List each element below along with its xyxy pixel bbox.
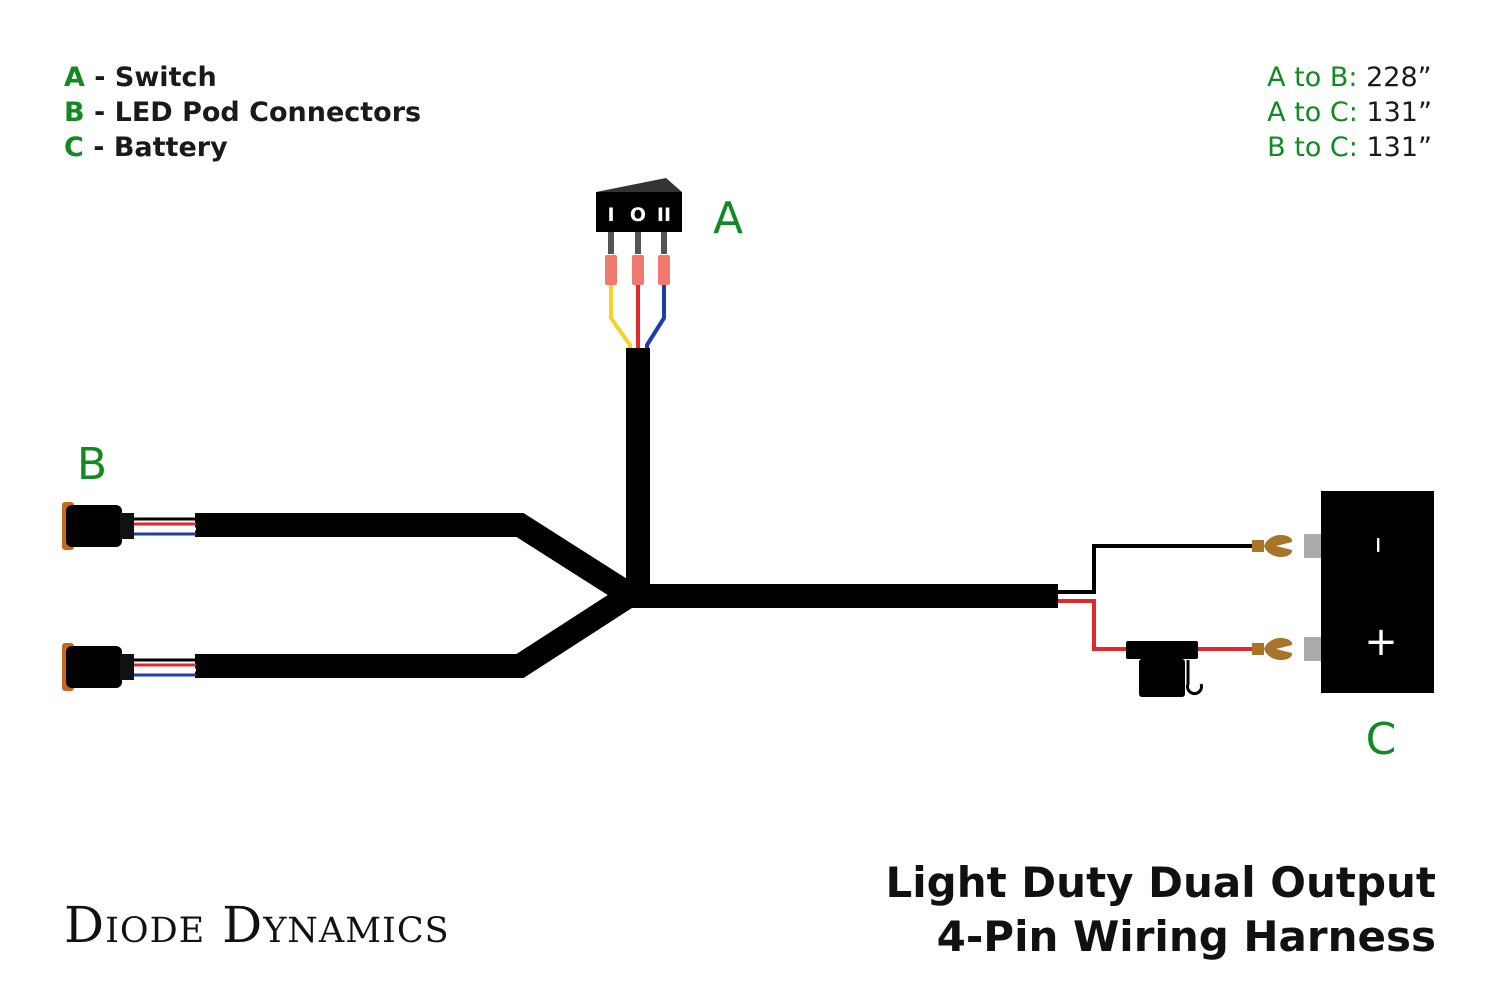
inline-fuse-holder [1126, 641, 1203, 697]
title-line-1: Light Duty Dual Output [885, 858, 1436, 907]
ring-terminal-positive [1252, 638, 1293, 660]
distance-b-c: B to C: 131” [1267, 132, 1432, 163]
legend-label: Battery [113, 132, 228, 163]
distances: A to B: 228” A to C: 131” B to C: 131” [1267, 60, 1432, 165]
legend-key: B [64, 97, 85, 128]
battery-wires [1058, 544, 1252, 651]
legend-item-a: A - Switch [64, 62, 217, 93]
switch-wires [609, 285, 666, 352]
distance-a-c: A to C: 131” [1267, 97, 1432, 128]
legend-item-b: B - LED Pod Connectors [64, 97, 422, 128]
switch-terminals [605, 255, 670, 285]
distance-a-b: A to B: 228” [1267, 62, 1432, 93]
battery-negative: – [1360, 537, 1400, 554]
led-pod-connector-bottom [62, 643, 196, 691]
legend-label: LED Pod Connectors [114, 97, 422, 128]
legend-key: A [64, 62, 85, 93]
legend-label: Switch [114, 62, 217, 93]
label-c: C [1366, 714, 1397, 765]
title-line-2: 4-Pin Wiring Harness [936, 912, 1436, 961]
battery: – + [1304, 491, 1434, 693]
switch-position-1: I [607, 204, 614, 226]
legend-item-c: C - Battery [64, 132, 228, 163]
switch-position-0: O [630, 204, 646, 226]
legend: A - Switch B - LED Pod Connectors C - Ba… [64, 60, 421, 165]
rocker-switch: I O II [596, 178, 682, 254]
label-a: A [713, 193, 743, 244]
brand-logo: Diode Dynamics [64, 896, 450, 954]
battery-positive: + [1364, 619, 1398, 665]
label-b: B [77, 439, 107, 490]
main-harness [195, 348, 1058, 678]
led-pod-connector-top [62, 502, 196, 550]
switch-position-2: II [657, 204, 671, 226]
ring-terminal-negative [1252, 535, 1293, 557]
diagram-title: Light Duty Dual Output 4-Pin Wiring Harn… [885, 856, 1436, 964]
legend-key: C [64, 132, 84, 163]
